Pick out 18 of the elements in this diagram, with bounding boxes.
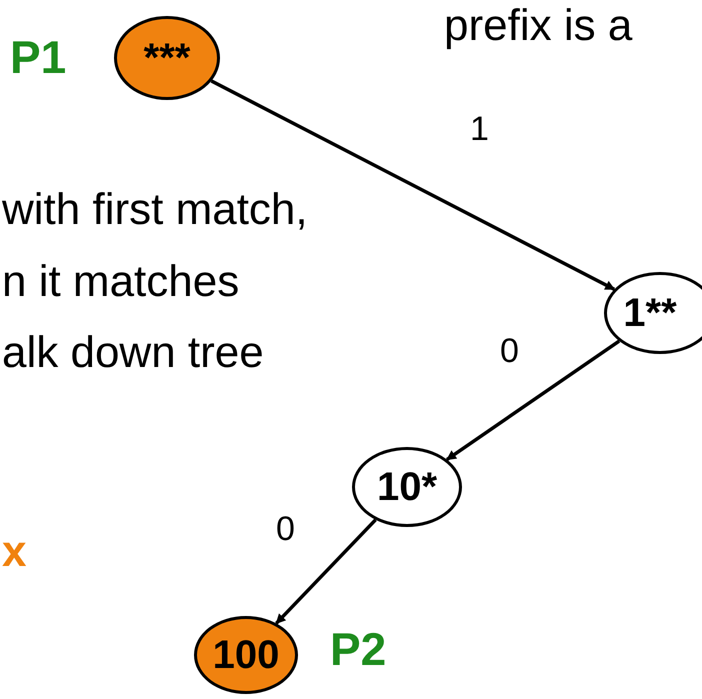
node-label: *** bbox=[144, 38, 190, 78]
node-label: 1** bbox=[623, 293, 677, 333]
trie-node-ellipse bbox=[604, 272, 702, 354]
edge-label: 1 bbox=[470, 112, 489, 146]
arrow bbox=[210, 79, 616, 291]
text-line: prefix is a bbox=[444, 4, 632, 48]
text-line: with first match, bbox=[2, 188, 308, 232]
edge-label: 0 bbox=[500, 334, 519, 368]
text-line: n it matches bbox=[2, 260, 240, 304]
text-line: alk down tree bbox=[2, 331, 264, 375]
arrow bbox=[446, 340, 620, 461]
node-label: 100 bbox=[212, 635, 280, 675]
node-label: 10* bbox=[376, 467, 438, 507]
arrow bbox=[275, 518, 377, 625]
edge-label: 0 bbox=[276, 512, 295, 546]
prefix-name: P2 bbox=[330, 626, 386, 672]
prefix-name: P1 bbox=[10, 34, 66, 80]
text-line: x bbox=[2, 530, 26, 574]
